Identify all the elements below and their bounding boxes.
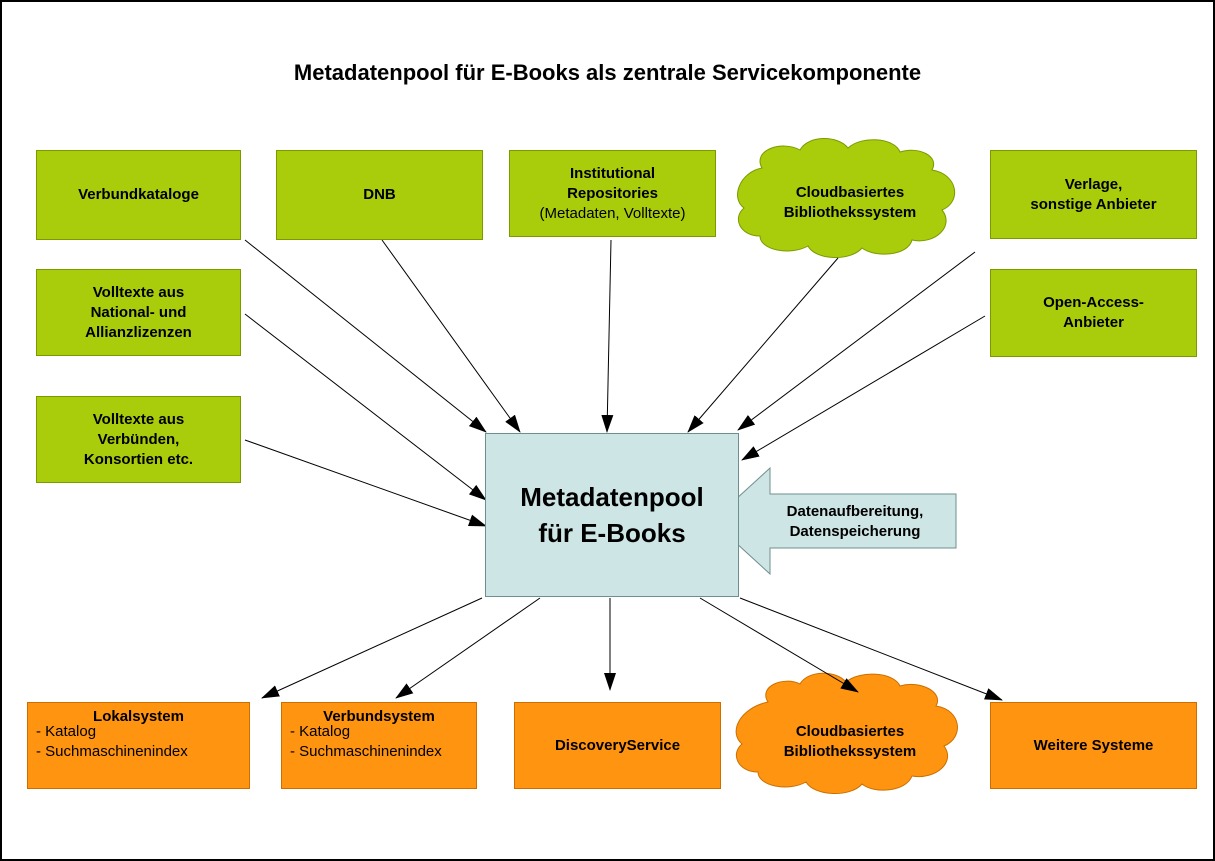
arrow-verbundkataloge [244,239,487,433]
source-dnb: DNB [276,150,483,240]
verlage-line1: Verlage, [1064,175,1123,193]
metadatenpool-node: Metadatenpool für E-Books [485,433,739,597]
target-weitere-systeme: Weitere Systeme [990,702,1197,789]
source-repositories: Institutional Repositories (Metadaten, V… [509,150,716,237]
arrow-to-weitere [739,597,1003,701]
source-cloud-shape [737,138,956,259]
arrow-verlage [737,251,976,431]
open-access-line1: Open-Access- [1043,294,1144,311]
volltexte-verbuende-line2: Verbünden, [97,430,180,448]
source-dnb-label: DNB [363,186,396,203]
source-verbundkataloge: Verbundkataloge [36,150,241,240]
open-access-line2: Anbieter [1063,314,1124,331]
source-open-access: Open-Access- Anbieter [990,269,1197,357]
volltexte-national-line3: Allianzlizenzen [85,323,192,341]
arrow-volltexte-national [244,313,487,501]
target-cloud-line1: Cloudbasiertes [795,723,905,740]
verbundsystem-item2: - Suchmaschinenindex [290,743,442,760]
arrow-volltexte-verbuende [244,439,487,527]
lokalsystem-item2: - Suchmaschinenindex [36,743,188,760]
volltexte-verbuende-line3: Konsortien etc. [83,450,194,468]
lokalsystem-item1: - Katalog [36,723,97,740]
source-cloud-line1: Cloudbasiertes [795,184,905,201]
arrow-dnb [381,239,521,433]
processing-line2: Datenspeicherung [789,523,921,540]
volltexte-national-line2: National- und [90,303,187,321]
verbundsystem-title: Verbundsystem [323,708,435,725]
source-volltexte-national: Volltexte aus National- und Allianzlizen… [36,269,241,356]
discovery-label: DiscoveryService [554,736,681,754]
arrow-to-target-cloud [699,597,859,693]
volltexte-national-line1: Volltexte aus [92,283,185,301]
target-verbundsystem: Verbundsystem - Katalog - Suchmaschineni… [281,702,477,789]
repositories-line1: Institutional [570,164,655,182]
repositories-line2: Repositories [567,184,658,202]
diagram-title: Metadatenpool für E-Books als zentrale S… [293,60,922,85]
arrow-to-lokalsystem [261,597,483,699]
arrow-source-cloud [687,257,839,433]
target-lokalsystem: Lokalsystem - Katalog - Suchmaschinenind… [27,702,250,789]
center-line1: Metadatenpool [520,482,704,512]
source-verlage: Verlage, sonstige Anbieter [990,150,1197,239]
verlage-line2: sonstige Anbieter [1030,195,1157,213]
target-cloud-line2: Bibliothekssystem [783,743,917,760]
source-verbundkataloge-label: Verbundkataloge [78,186,199,203]
arrow-open-access [741,315,986,461]
processing-arrow-label: Datenaufbereitung, Datenspeicherung [760,496,950,548]
target-discovery: DiscoveryService [514,702,721,789]
arrow-to-verbundsystem [395,597,541,699]
center-line2: für E-Books [538,518,686,548]
source-cloud-line2: Bibliothekssystem [783,204,917,221]
source-volltexte-verbuende: Volltexte aus Verbünden, Konsortien etc. [36,396,241,483]
arrow-repositories [601,239,614,433]
processing-arrow-shape [711,466,957,576]
repositories-line3: (Metadaten, Volltexte) [539,204,686,222]
volltexte-verbuende-line1: Volltexte aus [92,410,185,428]
lokalsystem-title: Lokalsystem [93,708,184,725]
target-cloud: Cloudbasiertes Bibliothekssystem [758,702,942,782]
processing-line1: Datenaufbereitung, [786,503,924,520]
weitere-label: Weitere Systeme [1033,736,1154,754]
verbundsystem-item1: - Katalog [290,723,351,740]
source-cloud: Cloudbasiertes Bibliothekssystem [760,168,940,238]
